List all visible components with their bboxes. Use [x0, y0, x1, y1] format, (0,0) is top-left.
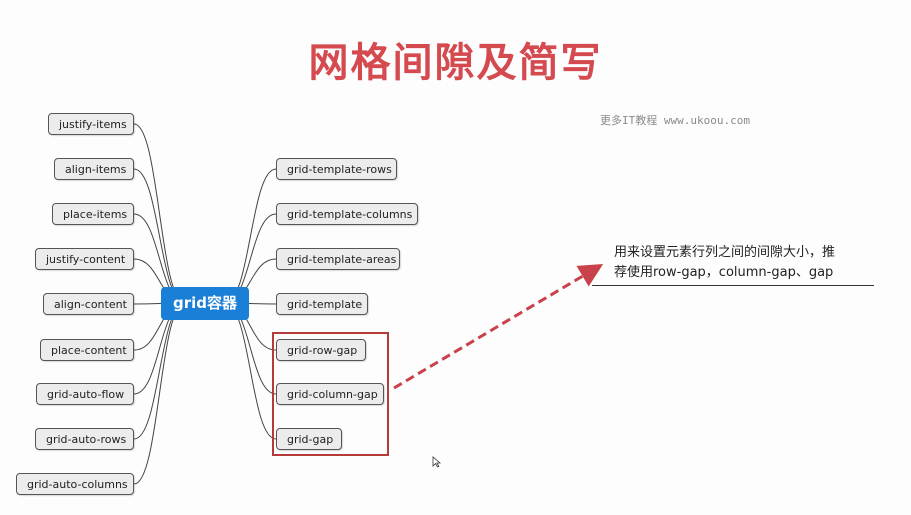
left-connector-1 — [133, 168, 186, 304]
right-node-grid-template-areas: grid-template-areas — [276, 248, 400, 270]
right-connector-6 — [224, 302, 277, 440]
right-node-grid-template: grid-template — [276, 293, 368, 315]
right-node-grid-column-gap: grid-column-gap — [276, 383, 384, 405]
right-node-grid-template-rows: grid-template-rows — [276, 158, 397, 180]
mouse-cursor-icon — [432, 456, 442, 468]
annotation-underline — [592, 285, 874, 286]
annotation-line-1: 用来设置元素行列之间的间隙大小，推 — [614, 245, 836, 260]
slide-title: 网格间隙及简写 — [308, 40, 603, 86]
annotation-line-2: 荐使用row-gap，column-gap、gap — [614, 265, 834, 280]
gap-properties-highlight — [272, 332, 389, 456]
left-node-grid-auto-flow: grid-auto-flow — [36, 383, 134, 405]
center-node: grid容器 — [161, 287, 249, 320]
left-node-place-content: place-content — [40, 339, 134, 361]
left-node-place-items: place-items — [52, 203, 134, 225]
dashed-arrow — [393, 263, 604, 390]
annotation-note: 用来设置元素行列之间的间隙大小，推 荐使用row-gap，column-gap、… — [614, 243, 876, 283]
left-node-grid-auto-columns: grid-auto-columns — [16, 473, 134, 495]
left-connector-0 — [133, 123, 186, 304]
left-node-justify-content: justify-content — [35, 248, 134, 270]
left-connector-7 — [133, 302, 186, 440]
left-connector-8 — [133, 302, 186, 485]
left-node-grid-auto-rows: grid-auto-rows — [35, 428, 134, 450]
right-connector-0 — [224, 168, 277, 304]
right-node-grid-row-gap: grid-row-gap — [276, 339, 366, 361]
right-node-grid-gap: grid-gap — [276, 428, 342, 450]
left-node-align-content: align-content — [43, 293, 134, 315]
left-node-justify-items: justify-items — [48, 113, 134, 135]
right-node-grid-template-columns: grid-template-columns — [276, 203, 418, 225]
watermark: 更多IT教程 www.ukoou.com — [600, 114, 750, 127]
left-node-align-items: align-items — [54, 158, 134, 180]
